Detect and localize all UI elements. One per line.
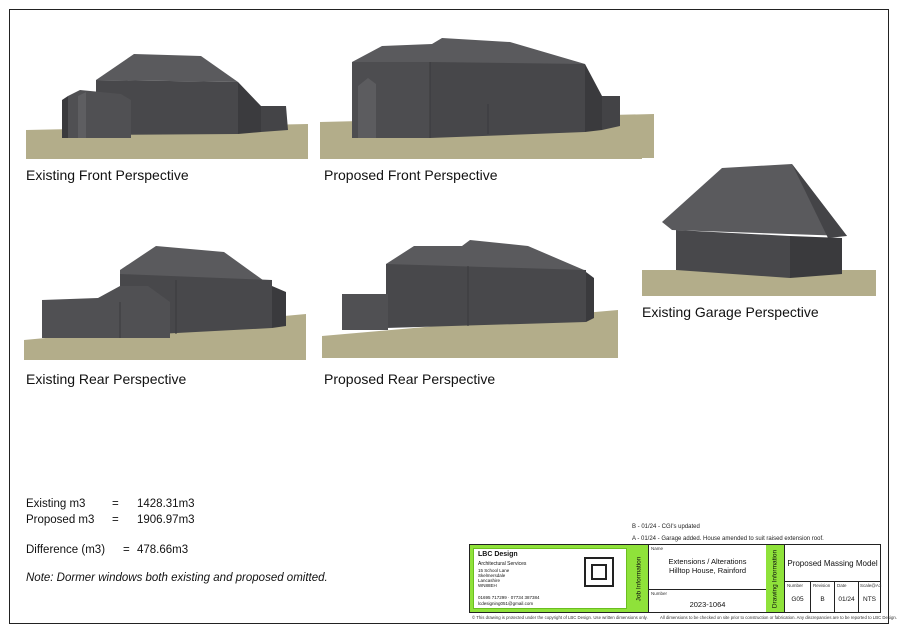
job-info-label: Job Information [635,556,643,601]
project-number-cell: Number 2023-1064 [648,589,766,612]
drawing-title-cell: Proposed Massing Model [784,545,880,581]
revision-cell: Revision B [810,581,834,612]
proposed-volume-label: Proposed m3 [26,514,95,526]
date-value: 01/24 [838,596,855,603]
drawing-number-label: Number [787,583,804,588]
existing-volume-equals: = [112,498,119,510]
drawing-number: G05 [791,596,804,603]
drawing-number-cell: Number G05 [784,581,810,612]
revision-label: Revision [813,583,831,588]
drawing-info-label: Drawing Information [771,549,779,608]
proposed-volume-value: 1906.97m3 [137,514,195,526]
address-line-4: WN88EH [478,583,497,588]
existing-rear-caption: Existing Rear Perspective [26,371,187,387]
title-block: LBC Design Architectural Services 15 Sch… [469,544,881,613]
project-number: 2023-1064 [689,600,726,609]
firm-logo-icon [584,557,614,587]
disclaimer-footer: All dimensions to be checked on site pri… [660,615,897,620]
scale-label: Scale@A3 [860,583,882,588]
date-cell: Date 01/24 [834,581,858,612]
scale-cell: Scale@A3 NTS [858,581,882,612]
job-info-strip: Job Information [630,545,648,612]
firm-email: lcdesigning051@gmail.com [478,601,534,606]
project-name: Extensions / Alterations Hilltop House, … [668,557,747,575]
firm-phone: 01695 717299 · 07734 387384 [478,595,540,600]
difference-volume-equals: = [123,544,130,556]
existing-garage-caption: Existing Garage Perspective [642,304,819,320]
name-label: Name [651,546,664,551]
drawing-title: Proposed Massing Model [787,559,878,568]
existing-front-caption: Existing Front Perspective [26,167,189,183]
difference-volume-value: 478.66m3 [137,544,189,556]
proposed-front-caption: Proposed Front Perspective [324,167,498,183]
proposed-volume-equals: = [112,514,119,526]
existing-front-render [26,38,308,159]
proposed-rear-render [322,236,618,358]
address-line-3: Lancashire [478,578,501,583]
scale-value: NTS [863,596,876,603]
drawing-info-strip: Drawing Information [766,545,784,612]
existing-volume-label: Existing m3 [26,498,86,510]
date-label: Date [837,583,847,588]
existing-garage-render [642,158,876,296]
firm-name: LBC Design [478,551,518,558]
copyright-footer: © This drawing is protected under the co… [472,615,648,620]
dormer-note: Note: Dormer windows both existing and p… [26,572,328,584]
existing-rear-render [24,240,306,360]
address-line-1: 15 School Lane [478,568,510,573]
existing-volume-value: 1428.31m3 [137,498,195,510]
revision-value: B [820,596,825,603]
firm-details: LBC Design Architectural Services 15 Sch… [473,548,627,609]
difference-volume-label: Difference (m3) [26,544,106,556]
revision-a: A - 01/24 - Garage added. House amended … [632,536,824,542]
firm-subtitle: Architectural Services [478,561,527,567]
proposed-rear-caption: Proposed Rear Perspective [324,371,496,387]
drawing-sheet [9,9,889,624]
number-label: Number [651,591,668,596]
address-line-2: Skelmersdale [478,573,506,578]
revision-b: B - 01/24 - CGI's updated [632,524,700,530]
project-name-cell: Name Extensions / Alterations Hilltop Ho… [648,545,766,589]
firm-panel: LBC Design Architectural Services 15 Sch… [470,545,630,612]
proposed-front-render [320,34,654,159]
